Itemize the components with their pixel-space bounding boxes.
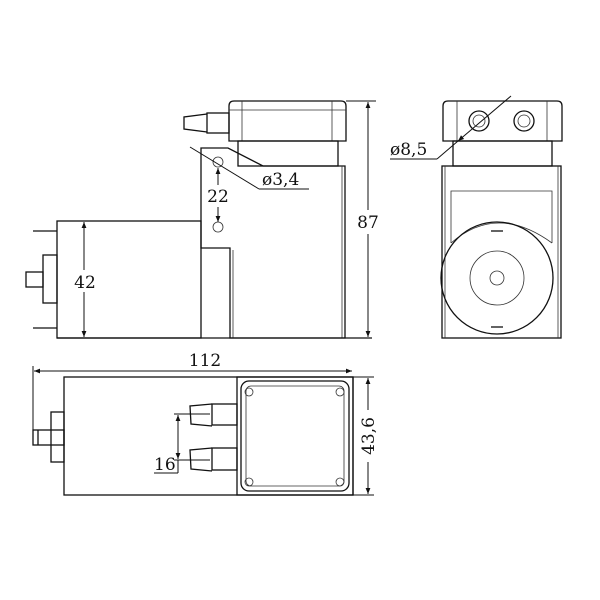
dim-label-port-diameter: ø8,5 <box>390 140 427 160</box>
dim-16: 16 <box>154 413 210 475</box>
dim-label-87: 87 <box>357 213 379 233</box>
screw-hole <box>244 387 254 397</box>
dim-label-112: 112 <box>189 351 221 371</box>
front-neck <box>452 140 553 167</box>
dim-hole-diameter: ø3,4 <box>189 146 309 190</box>
dim-22: 22 <box>205 168 231 222</box>
dim-label-42: 42 <box>74 273 96 293</box>
barb-upper <box>189 403 238 427</box>
dim-port-diameter: ø8,5 <box>390 95 512 160</box>
top-head <box>236 376 354 496</box>
pump-head-cap <box>228 100 347 142</box>
front-window <box>450 190 553 243</box>
hose-barb <box>183 112 230 134</box>
top-connector <box>50 411 65 463</box>
dim-112: 112 <box>32 351 352 445</box>
screw-hole <box>335 387 345 397</box>
dim-label-16: 16 <box>154 455 176 475</box>
front-body <box>441 165 562 339</box>
top-body <box>63 376 354 496</box>
motor-connector <box>42 254 58 304</box>
front-cap <box>442 100 563 142</box>
top-head-inner <box>240 380 350 492</box>
mount-hole <box>212 221 224 233</box>
motor-end-circle <box>440 221 554 335</box>
dim-87: 87 <box>346 100 384 337</box>
dim-label-hole-diameter: ø3,4 <box>262 170 299 190</box>
screw-hole <box>335 477 345 487</box>
front-view: ø8,5 <box>390 95 563 339</box>
screw-hole <box>244 477 254 487</box>
top-view: 112 43,6 16 <box>32 351 379 496</box>
motor <box>25 220 372 339</box>
dim-42: 42 <box>70 222 100 337</box>
head-neck <box>237 140 339 167</box>
dim-43-6: 43,6 <box>353 376 379 496</box>
side-view: 42 87 22 ø3,4 <box>25 100 384 339</box>
dim-label-43-6: 43,6 <box>359 417 379 455</box>
dim-label-22: 22 <box>207 187 229 207</box>
motor-shaft <box>25 271 44 288</box>
port-inlet <box>468 110 490 132</box>
port-outlet <box>513 110 535 132</box>
mount-hole <box>212 156 224 168</box>
